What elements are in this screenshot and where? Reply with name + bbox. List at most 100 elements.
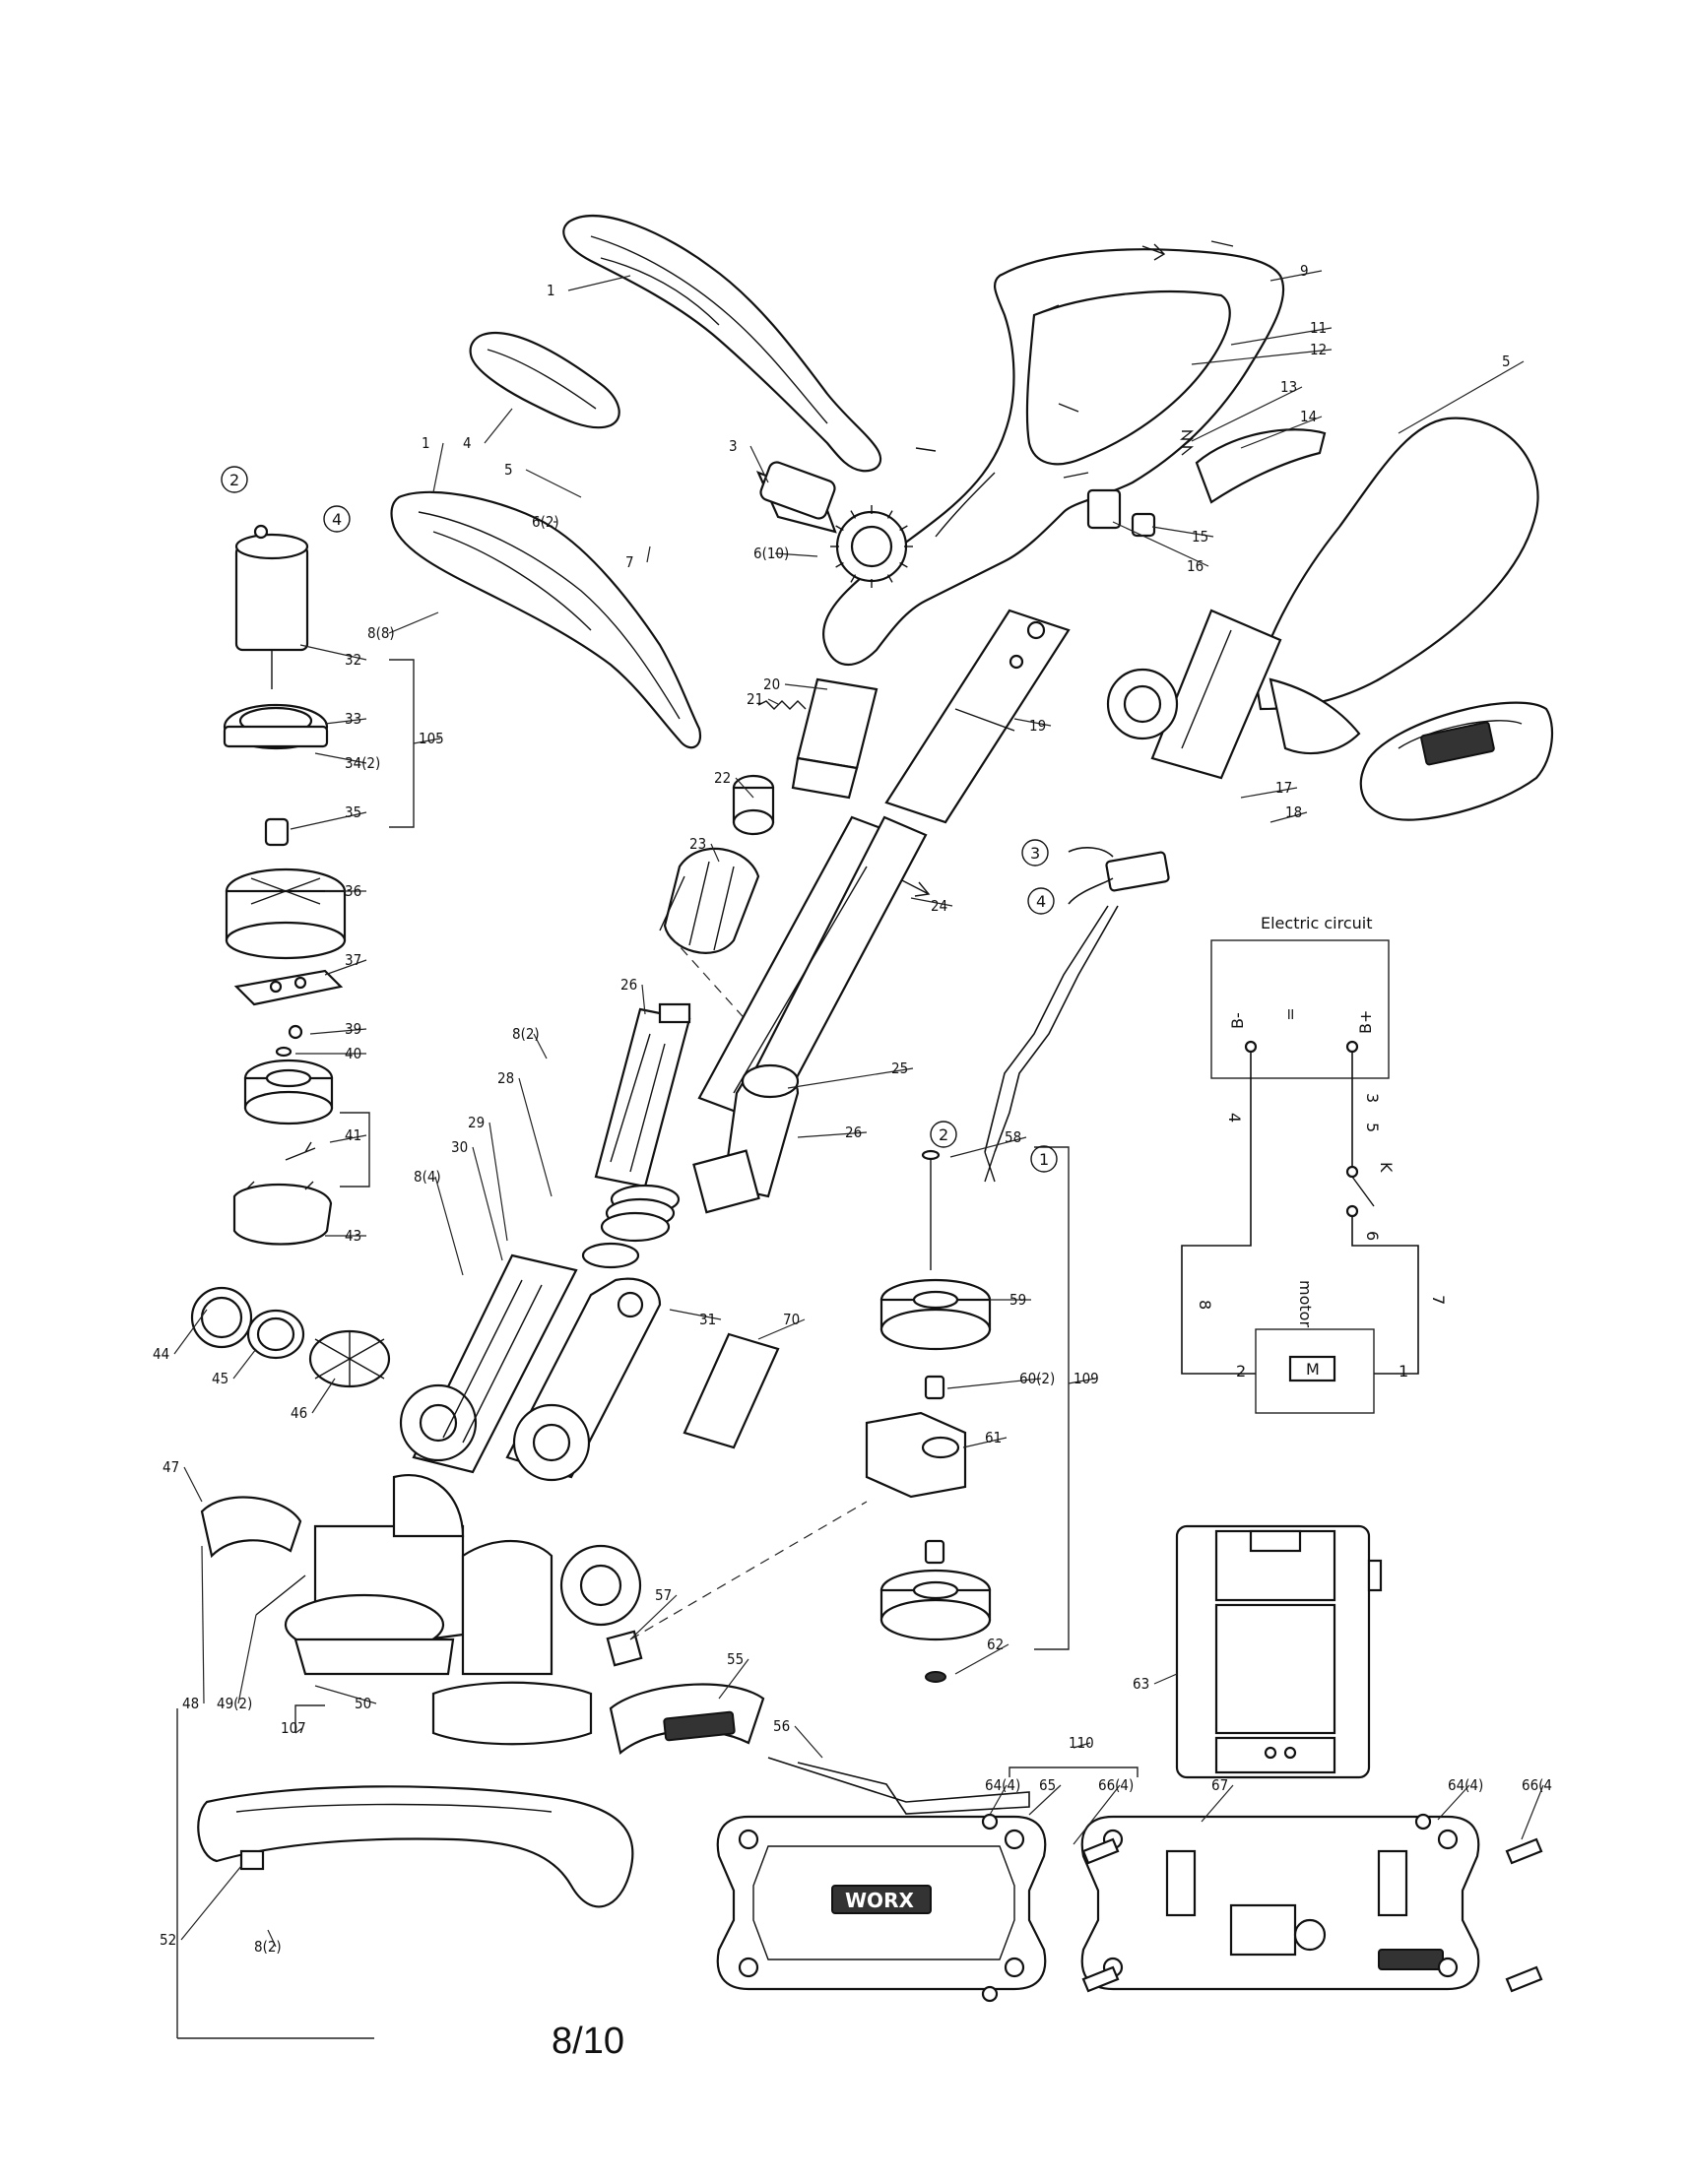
leader-line [1269, 270, 1323, 282]
leader-line [309, 1028, 367, 1035]
part-label: 52 [160, 1931, 176, 1949]
leader-line [434, 1176, 464, 1276]
leader-line [1068, 1378, 1096, 1384]
leader-line [237, 1614, 257, 1704]
page-number: 8/10 [552, 2021, 624, 2062]
leader-line [1153, 1673, 1178, 1685]
brand-badge-65 [831, 1885, 932, 1914]
circuit-title: Electric circuit [1261, 914, 1373, 932]
electric-circuit-diagram: Electric circuit B- B+ ॥ M motor K 4 3 5… [1181, 914, 1448, 1414]
leader-line [794, 1725, 823, 1759]
handle-pivot-gear [830, 505, 913, 588]
leader-line [314, 752, 367, 764]
part-label: 8(2) [512, 1025, 540, 1043]
part-label: 26 [620, 976, 637, 994]
part-label: 109 [1074, 1370, 1099, 1387]
wire-label-2: 2 [1236, 1362, 1246, 1381]
part-label: 1 [547, 282, 555, 299]
fan-part-36 [225, 867, 347, 960]
part-label: 6(2) [532, 513, 559, 531]
guard-clip-part-47 [200, 1496, 302, 1559]
part-label: 61 [985, 1429, 1002, 1446]
wheel-bracket-part-61 [865, 1411, 967, 1499]
assembly-arrows [915, 240, 1234, 479]
part-label: 36 [345, 882, 361, 900]
part-label: 44 [153, 1345, 169, 1363]
part-label: 110 [1069, 1734, 1094, 1752]
leader-line [946, 1378, 1042, 1389]
lever-part-14 [1195, 428, 1327, 504]
part-label: 35 [345, 803, 361, 821]
leader-line [1521, 1784, 1544, 1840]
spring-part-28 [600, 1184, 681, 1243]
handle-half-part-1-left [390, 490, 702, 749]
leader-line [1191, 386, 1303, 442]
leader-line [488, 1122, 508, 1242]
part-label: 14 [1300, 408, 1317, 425]
leader-line [1201, 1784, 1234, 1823]
leader-line [1073, 1742, 1091, 1749]
leader-line [629, 1594, 678, 1640]
auxiliary-handle-part-5 [1150, 417, 1539, 780]
part-label: 37 [345, 951, 361, 969]
leader-line [484, 408, 513, 444]
leader-line [533, 1033, 548, 1060]
motor-label: motor [1296, 1280, 1315, 1327]
wire-label-4: 4 [1225, 1113, 1244, 1123]
circled-number-label: 4 [332, 510, 342, 529]
wire-label-5: 5 [1363, 1123, 1382, 1132]
circled-number-label: 3 [1030, 844, 1040, 863]
brand-badge-67 [1378, 1949, 1444, 1970]
part-label: 70 [783, 1311, 800, 1328]
part-label: 49(2) [217, 1695, 252, 1712]
part-label: 66(4) [1098, 1776, 1134, 1794]
connector-bracket-part-26 [594, 1002, 691, 1188]
part-label: 4 [463, 434, 472, 452]
wall-mount-plate-65: WORX [716, 1815, 1047, 1991]
leader-line [757, 1318, 806, 1340]
part-label: 63 [1133, 1675, 1149, 1693]
part-label: 48 [182, 1695, 199, 1712]
rear-handle-housing-part-9 [822, 248, 1285, 666]
leader-line [749, 445, 769, 483]
battery-symbol: ॥ [1285, 1004, 1295, 1023]
part-label: 21 [747, 690, 763, 708]
leader-line [1269, 811, 1308, 823]
part-label: 60(2) [1019, 1370, 1055, 1387]
leader-line [1230, 327, 1333, 346]
motor-part-32 [234, 524, 309, 689]
part-label: 45 [212, 1370, 228, 1387]
battery-box [1210, 939, 1390, 1079]
wire-harness-part-17 [984, 847, 1170, 1183]
leader-line [183, 1466, 203, 1503]
part-label: 64(4) [985, 1776, 1020, 1794]
part-label: 16 [1187, 557, 1204, 575]
leader-line [1240, 787, 1298, 799]
part-label: 19 [1029, 717, 1046, 735]
leader-line [311, 1378, 336, 1414]
circled-number [930, 1121, 957, 1148]
leader-line [954, 1643, 1009, 1675]
leader-line [735, 777, 754, 799]
leader-line [767, 698, 779, 705]
leader-line [641, 984, 646, 1015]
part-label: 28 [497, 1069, 514, 1087]
part-label: 22 [714, 769, 731, 787]
part-label: 5 [504, 461, 513, 479]
part-label: 39 [345, 1020, 361, 1038]
part-label: 6(10) [753, 545, 789, 562]
leader-line [1437, 1784, 1470, 1821]
circled-number-label: 2 [939, 1125, 948, 1144]
part-label: 41 [345, 1126, 361, 1144]
wire-label-3: 3 [1363, 1093, 1382, 1103]
spring-part-39 [288, 1024, 303, 1040]
wire-label-1: 1 [1399, 1362, 1408, 1381]
part-label: 43 [345, 1227, 361, 1245]
dashed-guide-wheel [629, 1501, 868, 1640]
leader-line [718, 1658, 749, 1700]
part-label: 55 [727, 1650, 744, 1668]
leader-line [787, 1067, 914, 1089]
leader-line [299, 644, 367, 661]
